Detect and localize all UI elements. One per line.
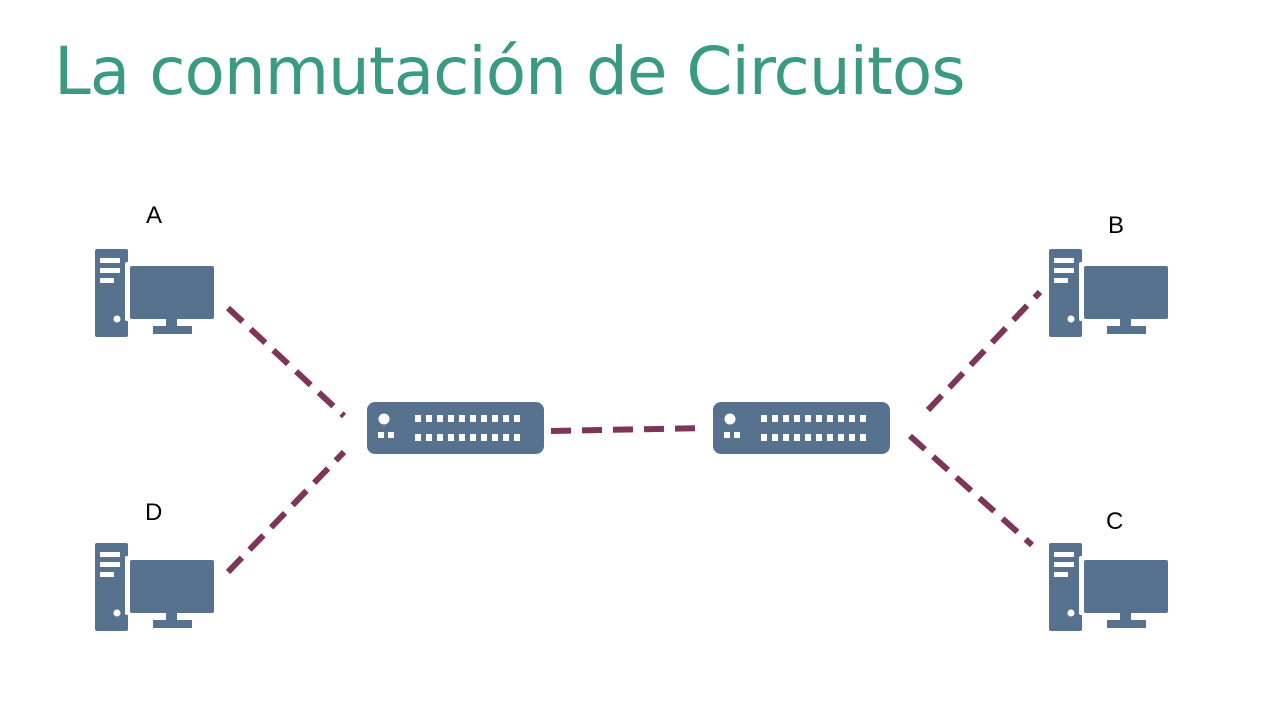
- node-label-c: C: [1106, 508, 1124, 535]
- desktop-computer-icon: [1049, 543, 1168, 631]
- link-d-switch1: [225, 449, 347, 575]
- node-label-d: D: [145, 499, 163, 526]
- page-title: La conmutación de Circuitos: [54, 33, 966, 110]
- network-switch-icon: [367, 402, 544, 454]
- node-label-a: A: [146, 202, 163, 229]
- link-a-switch1: [225, 305, 347, 419]
- desktop-computer-icon: [95, 249, 214, 337]
- link-switch1-switch2: [550, 425, 707, 434]
- desktop-computer-icon: [95, 543, 214, 631]
- link-switch2-b: [925, 289, 1043, 413]
- node-label-b: B: [1108, 212, 1125, 239]
- desktop-computer-icon: [1049, 249, 1168, 337]
- network-switch-icon: [713, 402, 890, 454]
- link-switch2-c: [908, 433, 1034, 548]
